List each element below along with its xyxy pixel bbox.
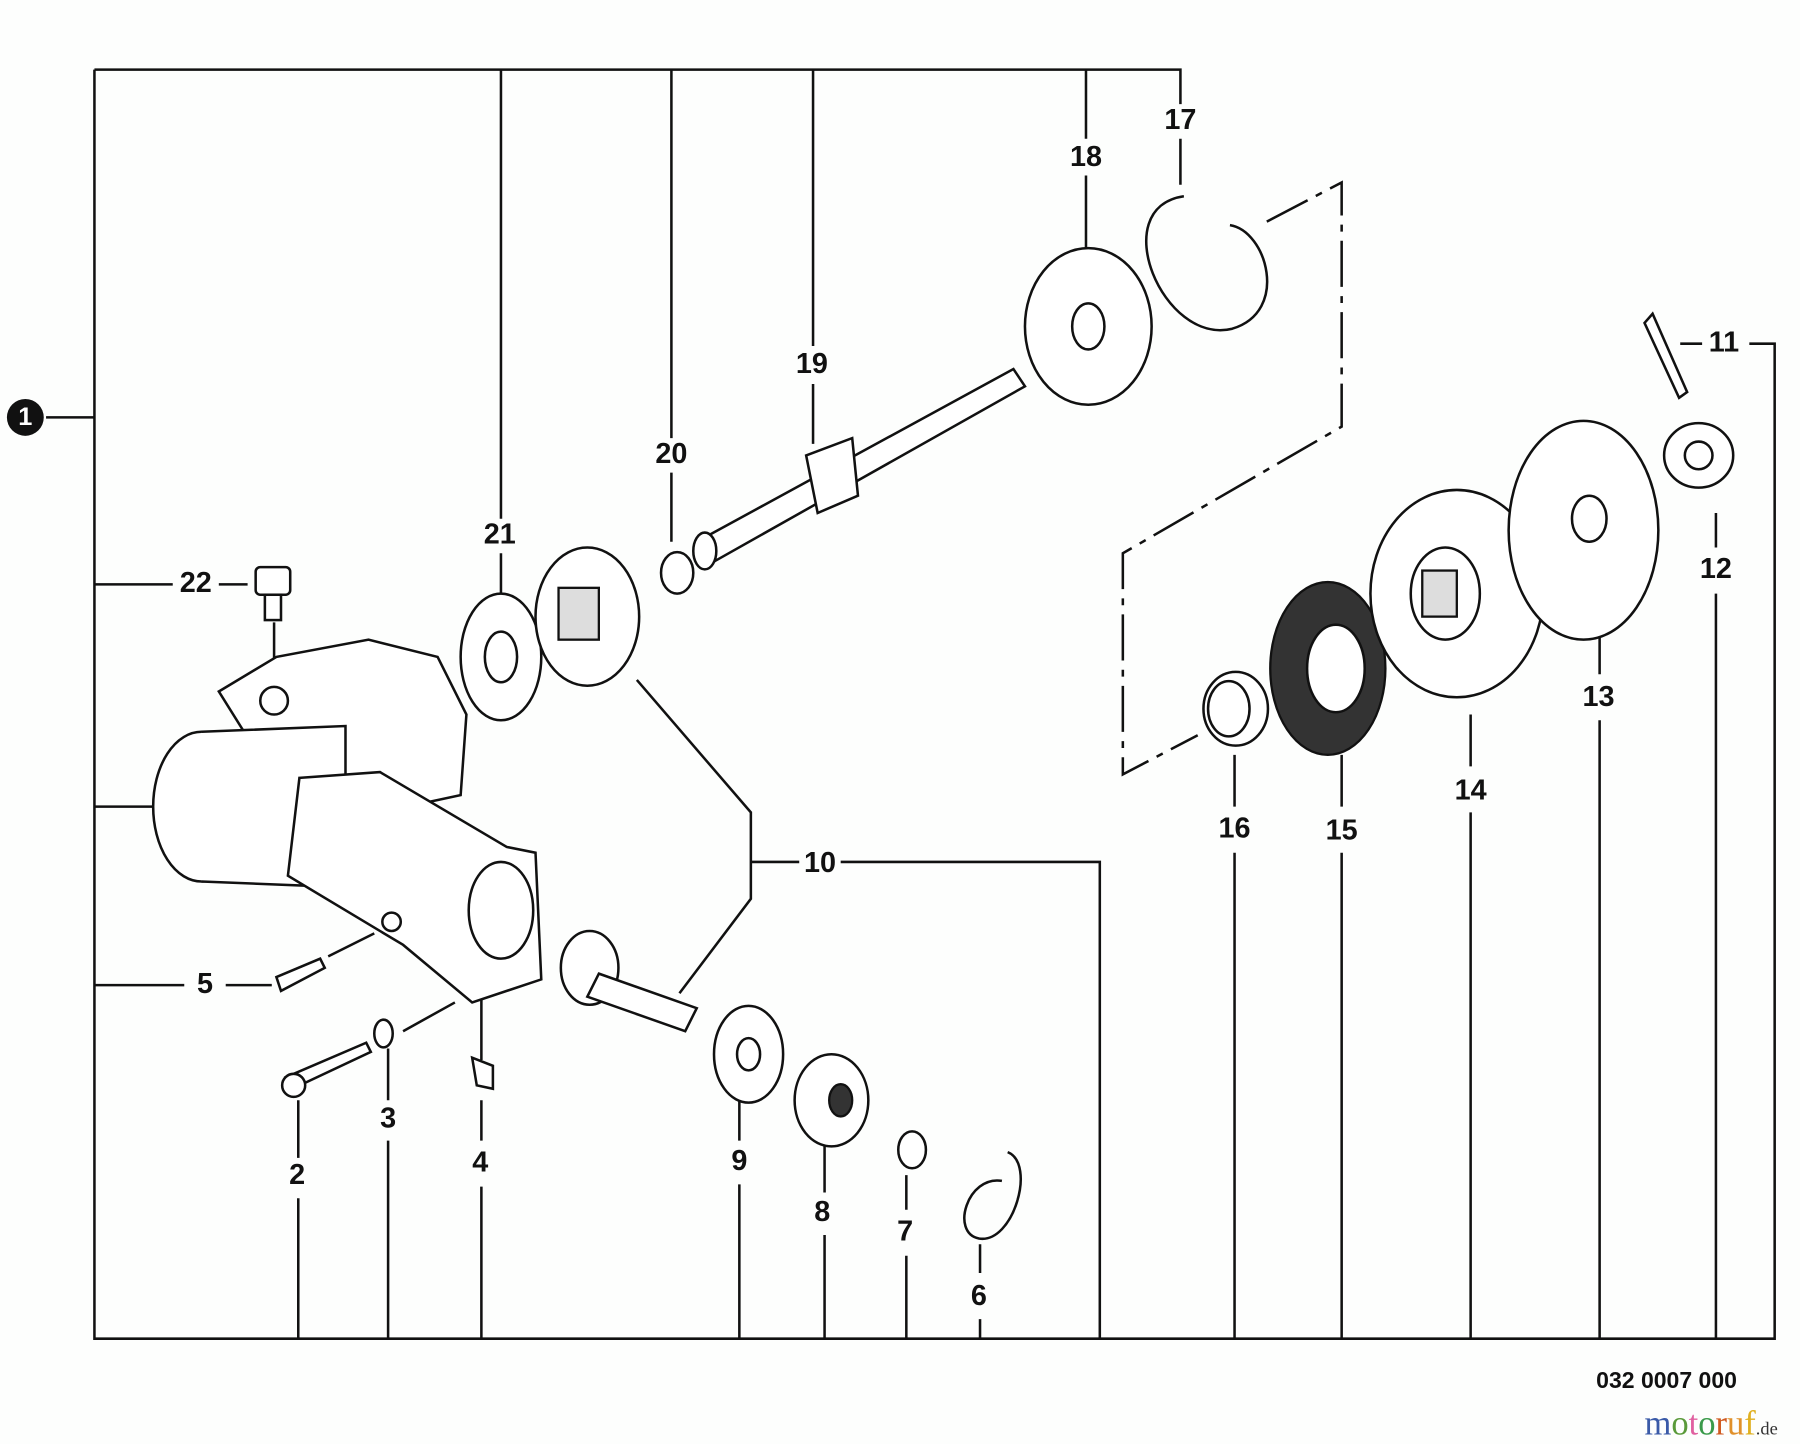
label-16: 16 — [1219, 812, 1251, 844]
bolt-5 — [274, 957, 327, 993]
label-17: 17 — [1164, 104, 1196, 136]
bevel-gear-large — [534, 546, 641, 687]
drawing-code: 032 0007 000 — [1596, 1367, 1737, 1393]
label-12: 12 — [1700, 553, 1732, 585]
nut-12 — [1662, 421, 1735, 489]
bolt-2 — [280, 1041, 373, 1099]
label-18: 18 — [1070, 141, 1102, 173]
part-labels: 2 3 4 5 6 7 8 9 10 11 12 13 14 15 16 17 … — [180, 104, 1739, 1312]
collar-16 — [1202, 670, 1270, 747]
shaft-19 — [692, 367, 1027, 571]
assembly-number: 1 — [18, 403, 32, 431]
label-15: 15 — [1326, 815, 1358, 847]
label-8: 8 — [814, 1196, 830, 1228]
snap-ring-7 — [897, 1130, 928, 1170]
bolt-22 — [254, 565, 292, 622]
key-4 — [470, 1055, 495, 1091]
cotter-pin-11 — [1643, 311, 1689, 400]
label-11: 11 — [1709, 326, 1739, 358]
label-5: 5 — [197, 968, 213, 1000]
bearing-9 — [712, 1004, 785, 1104]
label-22: 22 — [180, 567, 212, 599]
leader-lines — [46, 68, 1776, 1340]
label-13: 13 — [1582, 681, 1614, 713]
bearing-8 — [793, 1052, 870, 1148]
pinion-gear — [559, 929, 699, 1033]
bearing-21 — [459, 592, 543, 722]
svg-text:motoruf.de: motoruf.de — [1645, 1404, 1778, 1442]
circlip-17 — [1144, 195, 1269, 332]
gear-housing — [151, 638, 543, 1004]
label-21: 21 — [484, 519, 516, 551]
assembly-marker: 1 — [6, 398, 44, 436]
snap-ring-20 — [659, 550, 695, 595]
label-14: 14 — [1455, 774, 1487, 806]
label-10: 10 — [804, 847, 836, 879]
label-9: 9 — [731, 1145, 747, 1177]
label-19: 19 — [796, 348, 828, 380]
label-20: 20 — [655, 438, 687, 470]
watermark-logo: motoruf.de — [1645, 1404, 1778, 1442]
bearing-18 — [1023, 246, 1153, 406]
circlip-6 — [963, 1150, 1022, 1240]
part-shapes — [151, 195, 1735, 1240]
washer-3 — [373, 1018, 394, 1049]
cup-13 — [1507, 419, 1660, 641]
label-4: 4 — [472, 1146, 488, 1178]
label-2: 2 — [289, 1159, 305, 1191]
holder-14 — [1369, 488, 1545, 699]
label-3: 3 — [380, 1102, 396, 1134]
label-7: 7 — [897, 1215, 913, 1247]
label-6: 6 — [971, 1280, 987, 1312]
oil-seal-15 — [1269, 580, 1387, 756]
